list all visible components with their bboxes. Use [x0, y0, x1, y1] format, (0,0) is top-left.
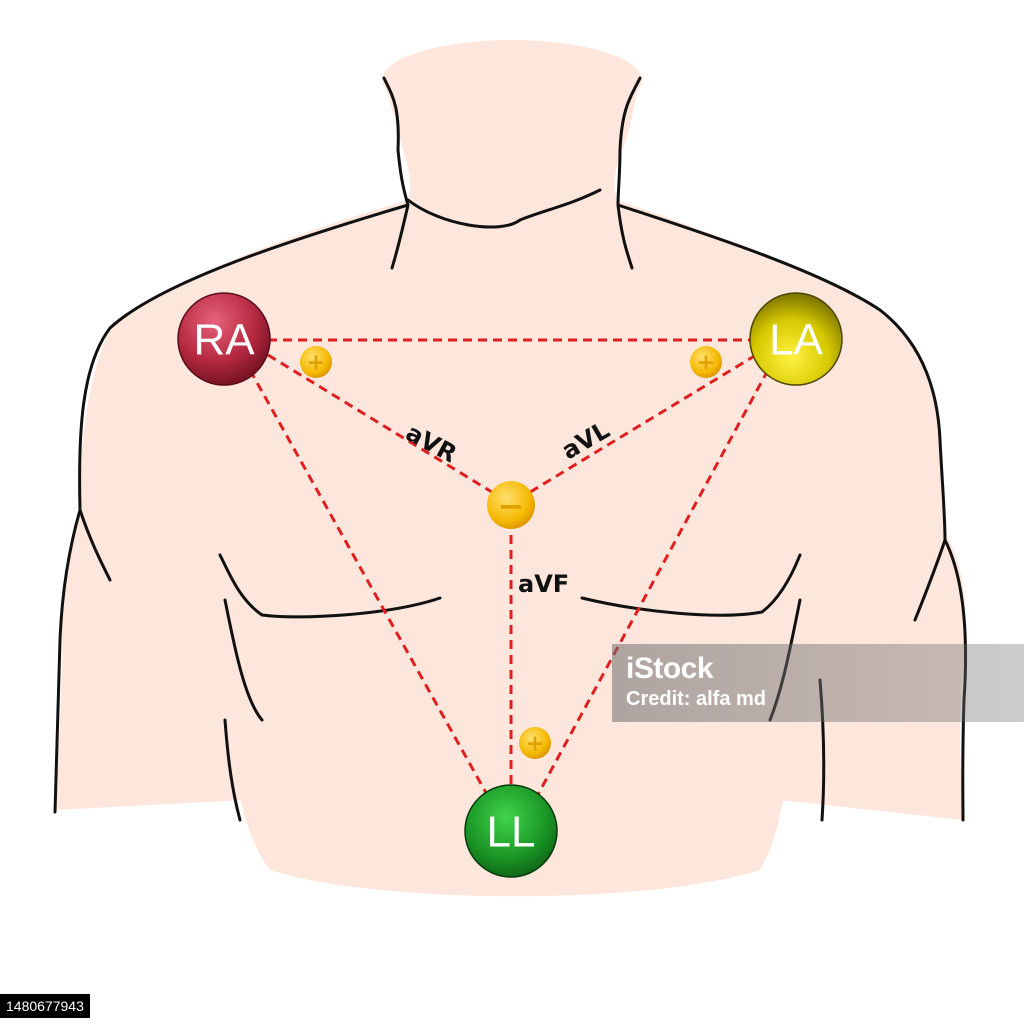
- negative-pole-center: −: [487, 481, 535, 529]
- plus-icon: +: [526, 732, 544, 757]
- electrode-la: LA: [749, 292, 843, 386]
- lead-line-avr: [267, 353, 501, 499]
- lead-lines: [248, 338, 770, 801]
- lead-label-avf: aVF: [518, 570, 569, 598]
- watermark-credit: Credit: alfa md: [626, 688, 767, 710]
- watermark-brand: iStock: [626, 652, 714, 685]
- plus-icon: +: [697, 351, 715, 376]
- electrode-ra: RA: [177, 292, 271, 386]
- image-id-badge: 1480677943: [0, 994, 90, 1018]
- minus-icon: −: [498, 487, 525, 525]
- positive-pole-avr: +: [300, 346, 332, 378]
- stock-watermark: iStock Credit: alfa md: [612, 644, 1024, 722]
- lead-line-la-ll: [533, 369, 770, 801]
- lead-line-ra-ll: [248, 369, 492, 801]
- electrode-ll: LL: [464, 784, 558, 878]
- plus-icon: +: [307, 351, 325, 376]
- electrode-la-label: LA: [769, 316, 823, 365]
- positive-pole-avl: +: [690, 346, 722, 378]
- lead-line-avl: [521, 353, 757, 499]
- electrode-ra-label: RA: [193, 316, 255, 365]
- positive-pole-avf: +: [519, 727, 551, 759]
- electrode-ll-label: LL: [487, 808, 536, 857]
- torso-body: [55, 65, 966, 897]
